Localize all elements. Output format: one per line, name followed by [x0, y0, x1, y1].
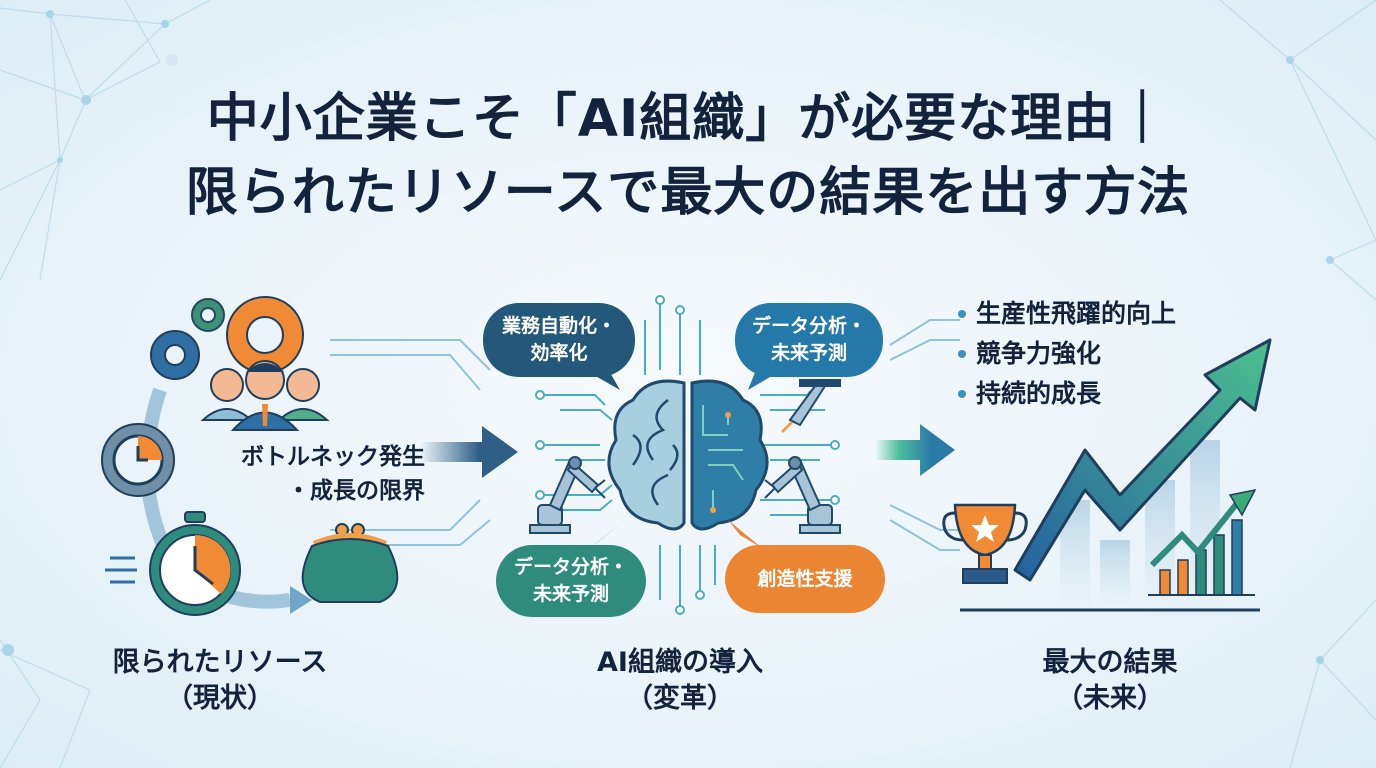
caption-transformation-sub: （変革） [626, 683, 734, 714]
bubble-tail [588, 520, 625, 550]
bullet-icon [958, 390, 966, 398]
bubble-automation: 業務自動化・ 効率化 [483, 303, 635, 377]
benefit-item: 持続的成長 [958, 374, 1176, 414]
robot-arm-icon [764, 456, 841, 534]
section-current [90, 280, 450, 630]
caption-current-sub: （現状） [166, 683, 274, 714]
section-future [920, 280, 1280, 630]
title-line-2: 限られたリソースで最大の結果を出す方法 [185, 163, 1191, 223]
bubble-data-analysis-top-line-1: データ分析・ [751, 315, 866, 337]
bubble-tail [728, 520, 762, 548]
bottleneck-line-1: ボトルネック発生 [241, 444, 425, 470]
caption-transformation: AI組織の導入 （変革） [560, 645, 800, 717]
small-bar-chart-icon [1148, 488, 1257, 596]
trophy-icon [942, 503, 1028, 584]
clock-gear-icon [101, 423, 175, 497]
bullet-icon [958, 350, 966, 358]
gear-icon [150, 330, 200, 380]
bubble-automation-line-2: 効率化 [530, 342, 588, 364]
benefit-item: 競争力強化 [958, 334, 1176, 374]
gear-icon [191, 298, 225, 332]
caption-future: 最大の結果 （未来） [1000, 645, 1220, 717]
page-title: 中小企業こそ「AI組織」が必要な理由｜ 限られたリソースで最大の結果を出す方法 [0, 82, 1376, 230]
bubble-data-analysis-bottom-line-1: データ分析・ [513, 556, 628, 578]
bullet-icon [958, 310, 966, 318]
bubble-creativity-line-1: 創造性支援 [757, 567, 853, 590]
bubble-data-analysis-top: データ分析・ 未来予測 [735, 303, 883, 377]
stopwatch-icon [105, 511, 241, 616]
title-line-1: 中小企業こそ「AI組織」が必要な理由｜ [206, 89, 1170, 149]
bottleneck-callout: ボトルネック発生 ・成長の限界 [195, 440, 425, 508]
purse-icon [301, 523, 399, 603]
team-icon [200, 360, 330, 431]
benefit-item: 生産性飛躍的向上 [958, 294, 1176, 334]
arrow-right-icon [875, 424, 955, 476]
bubble-automation-line-1: 業務自動化・ [501, 315, 616, 337]
growth-arrow-icon [1013, 338, 1272, 582]
bubble-data-analysis-bottom: データ分析・ 未来予測 [496, 545, 646, 617]
bubble-data-analysis-bottom-line-2: 未来予測 [532, 583, 609, 605]
caption-future-sub: （未来） [1056, 683, 1164, 714]
caption-current: 限られたリソース （現状） [100, 645, 340, 717]
section-transformation [470, 280, 910, 630]
benefits-list: 生産性飛躍的向上 競争力強化 持続的成長 [958, 294, 1176, 414]
arrow-right-icon [420, 426, 518, 478]
robot-arm-icon [780, 379, 841, 434]
caption-current-main: 限られたリソース [112, 647, 328, 678]
bottleneck-line-2: ・成長の限界 [287, 478, 425, 504]
bubble-data-analysis-top-line-2: 未来予測 [770, 342, 847, 364]
brain-circuit-icon [607, 379, 769, 531]
robot-arm-icon [529, 456, 606, 534]
bubble-creativity: 創造性支援 [725, 545, 885, 613]
caption-transformation-main: AI組織の導入 [597, 647, 763, 678]
caption-future-main: 最大の結果 [1042, 647, 1178, 678]
